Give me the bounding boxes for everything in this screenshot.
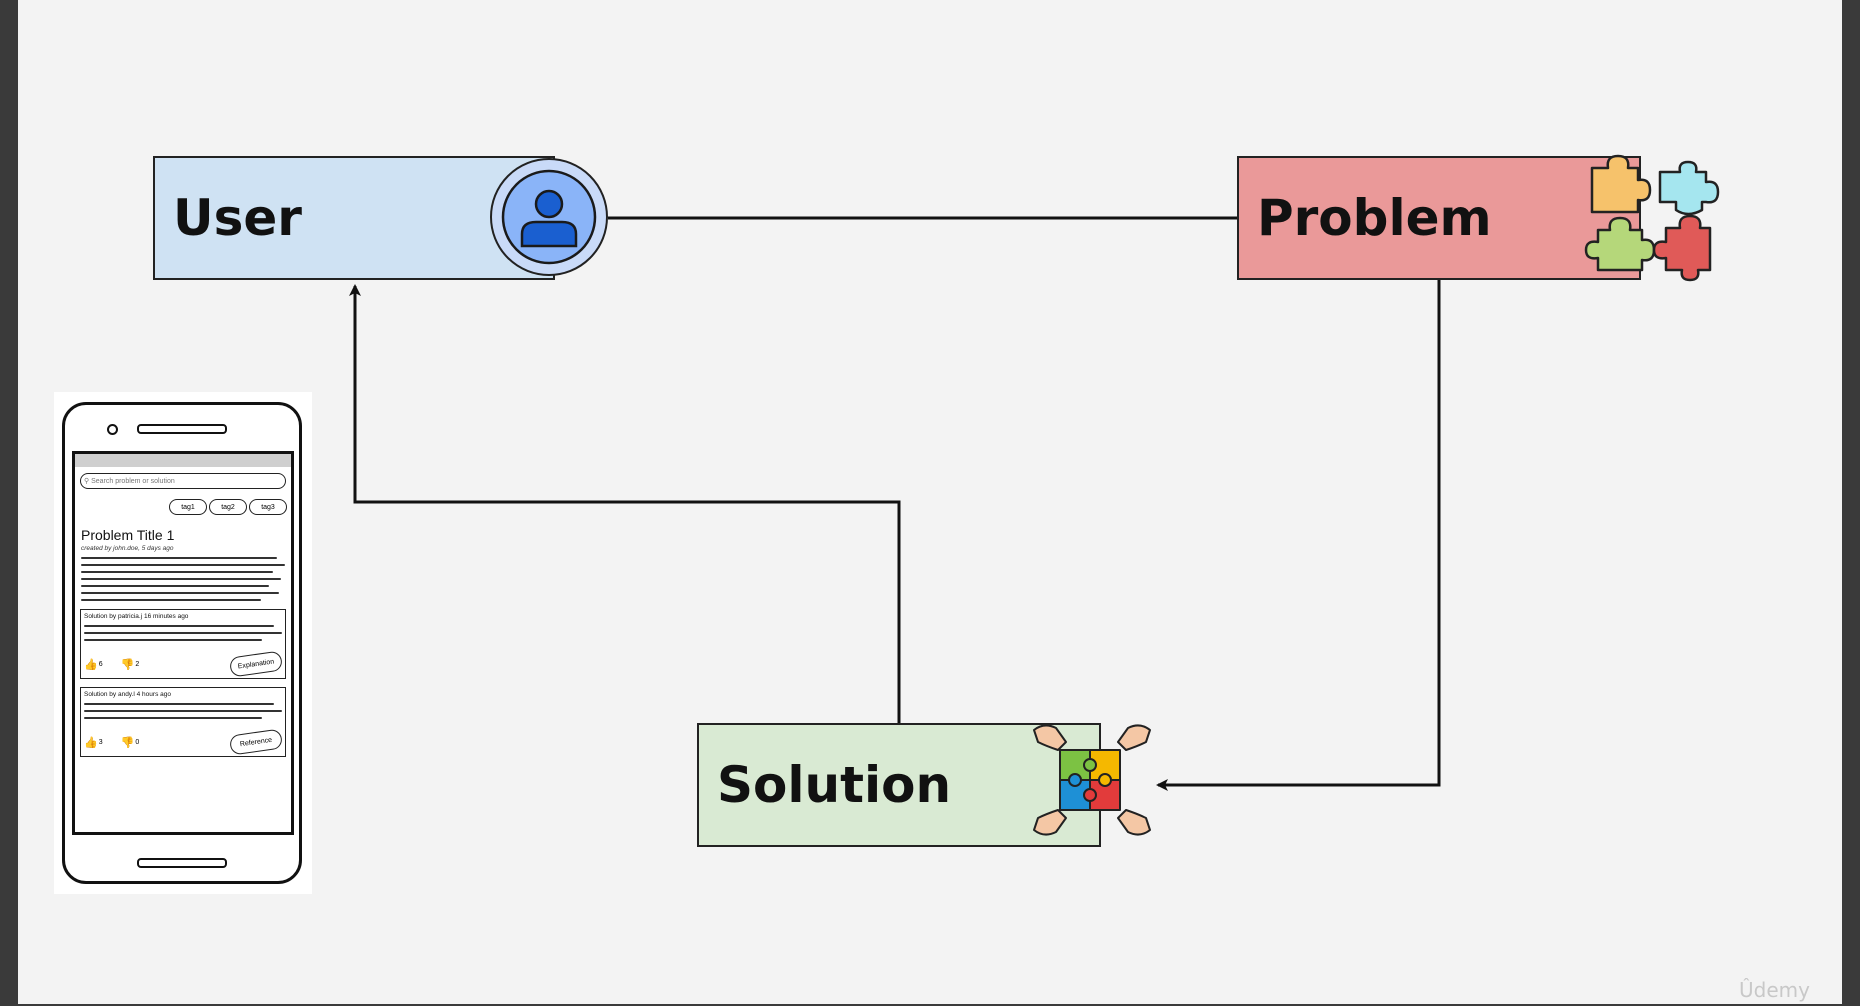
problem-node[interactable]: Problem [1237,156,1641,280]
problem-node-label: Problem [1257,189,1492,247]
camera-icon [107,424,118,435]
user-node[interactable]: User [153,156,555,280]
phone-frame: ⚲ Search problem or solution tag1 tag2 t… [62,402,302,884]
status-bar [75,454,291,467]
user-avatar-icon [490,158,608,276]
edge-solution-user [349,284,901,723]
search-icon: ⚲ [84,478,92,485]
mobile-wireframe: ⚲ Search problem or solution tag1 tag2 t… [54,392,312,894]
tag-item[interactable]: tag3 [249,499,287,515]
dislike-count: 0 [135,738,140,746]
search-placeholder: Search problem or solution [91,477,175,485]
solution-header: Solution by patricia.j 16 minutes ago [84,613,189,620]
tag-list: tag1 tag2 tag3 [75,499,287,515]
search-input[interactable]: ⚲ Search problem or solution [80,473,286,489]
dislike-count: 2 [135,660,140,668]
problem-meta: created by john.doe, 5 days ago [81,545,174,552]
thumbs-up-icon[interactable]: 👍 [84,658,98,671]
solution-card[interactable]: Solution by patricia.j 16 minutes ago 👍 … [80,609,286,679]
edge-problem-solution [1156,280,1441,791]
connectors [349,216,1441,791]
phone-screen: ⚲ Search problem or solution tag1 tag2 t… [72,451,294,835]
solution-node[interactable]: Solution [697,723,1101,847]
tag-item[interactable]: tag1 [169,499,207,515]
tag-item[interactable]: tag2 [209,499,247,515]
solution-body-placeholder [84,703,282,719]
solution-header: Solution by andy.l 4 hours ago [84,691,171,698]
reference-button[interactable]: Reference [228,728,284,756]
like-count: 6 [98,660,103,668]
thumbs-down-icon[interactable]: 👎 [120,658,135,671]
solution-body-placeholder [84,625,282,641]
thumbs-down-icon[interactable]: 👎 [120,736,135,749]
diagram-canvas: User Problem Solution [18,0,1842,1004]
problem-body-placeholder [81,557,285,601]
explanation-button[interactable]: Explanation [228,650,284,678]
user-node-label: User [173,189,302,247]
like-count: 3 [98,738,103,746]
puzzle-pieces-icon [1584,154,1720,282]
thumbs-up-icon[interactable]: 👍 [84,736,98,749]
solution-card[interactable]: Solution by andy.l 4 hours ago 👍 3 👎 0 R… [80,687,286,757]
speaker-icon [137,424,227,434]
watermark: Ûdemy [1739,978,1810,1002]
puzzle-hands-icon [1033,724,1151,836]
home-button[interactable] [137,858,227,868]
problem-title: Problem Title 1 [81,527,175,543]
solution-node-label: Solution [717,756,952,814]
